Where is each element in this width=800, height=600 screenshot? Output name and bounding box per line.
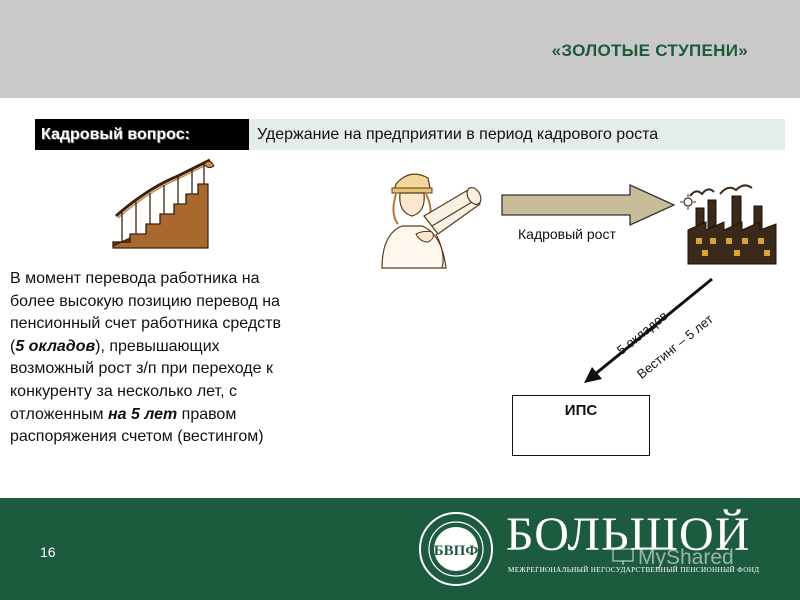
page-number: 16 xyxy=(40,544,56,560)
description-line: распоряжения счетом (вестингом) xyxy=(10,428,264,446)
logo-name: БОЛЬШОЙ xyxy=(506,508,751,561)
svg-text:БВПФ: БВПФ xyxy=(434,543,479,559)
slide-title: «ЗОЛОТЫЕ СТУПЕНИ» xyxy=(551,41,748,60)
description-fragment: ( xyxy=(10,337,16,355)
logo-subtitle: МЕЖРЕГИОНАЛЬНЫЙ НЕГОСУДАРСТВЕННЫЙ ПЕНСИО… xyxy=(508,566,760,574)
description-fragment: правом xyxy=(177,405,237,423)
description-text: В момент перевода работника на более выс… xyxy=(10,268,355,449)
watermark-text: MyShared xyxy=(638,546,734,569)
topic-label: Кадровый вопрос: xyxy=(35,119,249,150)
ips-box: ИПС xyxy=(512,395,650,456)
transfer-arrow xyxy=(584,277,713,383)
factory-icon xyxy=(680,184,777,265)
header-band: «ЗОЛОТЫЕ СТУПЕНИ» xyxy=(0,0,800,98)
five-years-emphasis: на 5 лет xyxy=(107,405,178,423)
description-line: конкуренту за несколько лет, с xyxy=(10,382,237,400)
presentation-icon xyxy=(612,548,634,565)
description-line: возможный рост з/п при переходе к xyxy=(10,360,273,378)
worker-with-blueprints-icon xyxy=(381,173,482,269)
description-line: (5 окладов), превышающих xyxy=(10,336,355,359)
ips-label: ИПС xyxy=(564,402,598,419)
topic-bar: Кадровый вопрос: Удержание на предприяти… xyxy=(35,119,785,150)
growth-arrow xyxy=(501,184,676,226)
description-line: В момент перевода работника на xyxy=(10,270,260,287)
stairs-icon xyxy=(112,158,215,249)
description-line: более высокую позицию перевод на xyxy=(10,292,280,310)
description-line: отложенным на 5 лет правом xyxy=(10,404,355,427)
five-salaries-emphasis: 5 окладов xyxy=(15,337,96,355)
growth-label: Кадровый рост xyxy=(518,226,616,242)
description-fragment: отложенным xyxy=(10,405,108,423)
description-fragment: ), превышающих xyxy=(95,337,220,355)
footer-band: 16 БВПФ БОЛЬШОЙ МЕЖРЕГИОНАЛЬНЫЙ НЕГОСУДА… xyxy=(0,498,800,600)
watermark: MyShared xyxy=(612,546,734,570)
description-line: пенсионный счет работника средств xyxy=(10,315,281,333)
topic-text: Удержание на предприятии в период кадров… xyxy=(249,119,785,150)
fund-seal-logo: БВПФ xyxy=(419,512,493,586)
